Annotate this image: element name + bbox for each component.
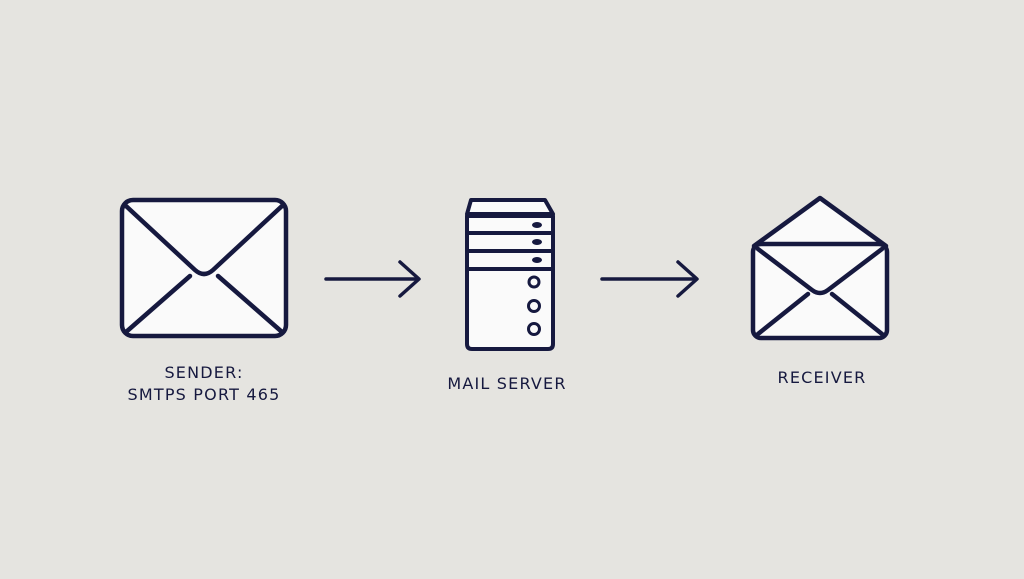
envelope-icon — [119, 197, 289, 339]
server-icon — [465, 198, 555, 351]
arrow-right-icon — [324, 260, 421, 298]
mail-server-label-line-1: MAIL SERVER — [447, 374, 567, 393]
sender-label-line-2: SMTPS PORT 465 — [127, 385, 281, 404]
open-envelope-icon — [750, 195, 890, 341]
receiver-label-line-1: RECEIVER — [777, 368, 867, 387]
arrow-right-icon — [600, 260, 699, 298]
sender-label: SENDER: SMTPS PORT 465 — [104, 362, 304, 406]
mail-server-label: MAIL SERVER — [407, 373, 607, 395]
receiver-label: RECEIVER — [722, 367, 922, 389]
sender-label-line-1: SENDER: — [164, 363, 244, 382]
